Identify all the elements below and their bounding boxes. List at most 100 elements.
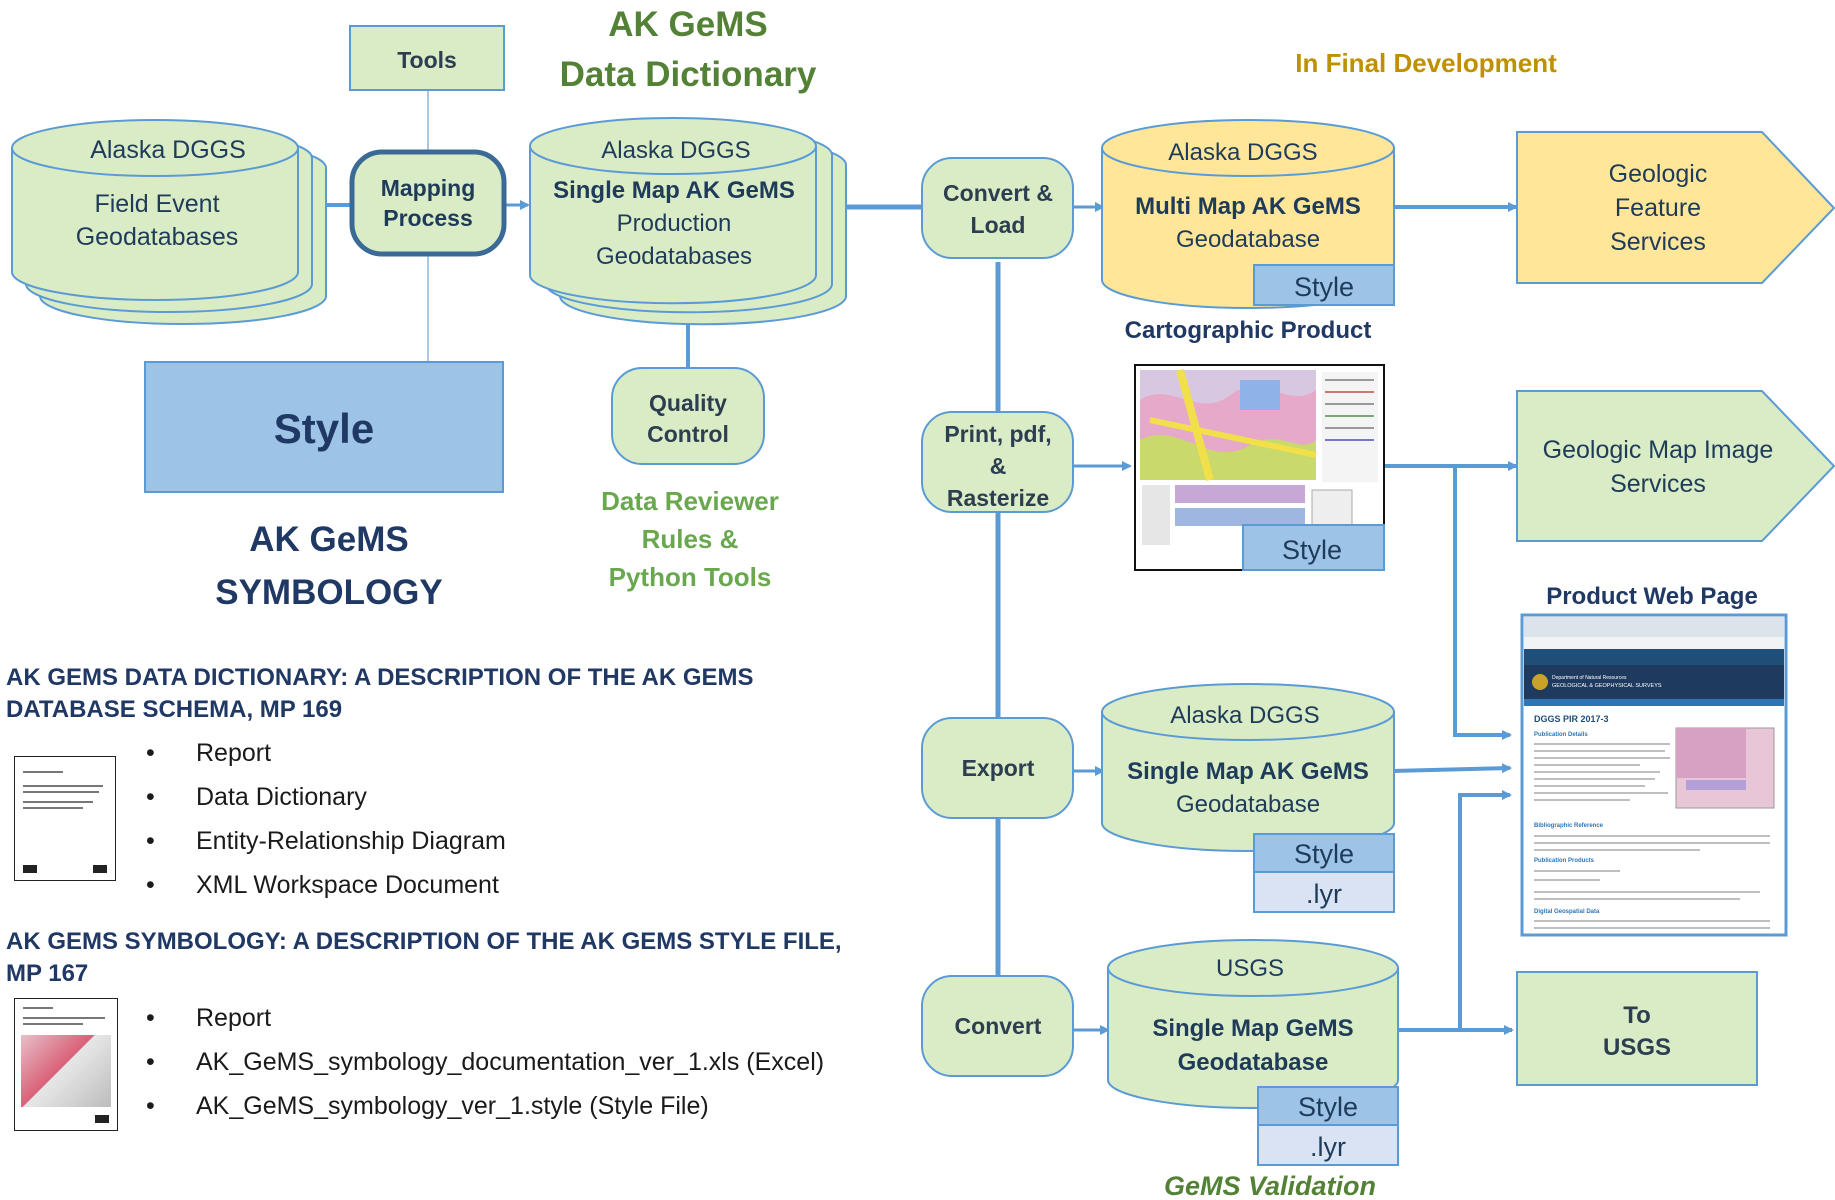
image-services-shape [1516,390,1835,542]
image-services-line1: Geologic Map Image [1543,436,1774,464]
convert-load-line1: Convert & [943,180,1053,206]
symbology-title-line1: AK GeMS [249,520,408,559]
symbology-doc-item[interactable]: AK_GeMS_symbology_documentation_ver_1.xl… [140,1040,824,1084]
multi-db-line1: Alaska DGGS [1168,139,1317,166]
production-db-line4: Geodatabases [596,243,752,270]
web-section2: Bibliographic Reference [1534,823,1604,829]
quality-control-box [611,367,765,465]
dictionary-title-line1: AK GeMS [608,5,767,44]
export-label: Export [962,755,1035,781]
field-db-line1: Alaska DGGS [90,136,246,164]
web-heading: DGGS PIR 2017-3 [1534,714,1609,724]
dictionary-doc-item[interactable]: Data Dictionary [140,775,506,819]
dictionary-doc-item[interactable]: Entity-Relationship Diagram [140,819,506,863]
multi-db-line3: Geodatabase [1176,226,1320,253]
quality-line1: Quality [649,390,727,416]
field-db-line2: Field Event [94,190,219,218]
single-lyr-box [1253,871,1395,913]
print-box [921,411,1074,513]
symbology-doc-item[interactable]: Report [140,996,824,1040]
gems-validation-label: GeMS Validation [1164,1171,1376,1200]
multi-db-line2: Multi Map AK GeMS [1135,193,1361,220]
usgs-style-label: Style [1298,1092,1358,1122]
feature-services-line1: Geologic [1609,160,1708,188]
convert-load-line2: Load [971,212,1026,238]
production-db-line3: Production [617,210,732,237]
web-agency-line1: Department of Natural Resources [1552,675,1627,681]
symbology-doc-list: Report AK_GeMS_symbology_documentation_v… [140,996,824,1128]
usgs-db-line2: Single Map GeMS [1152,1015,1353,1042]
usgs-geodatabase: USGS Single Map GeMS Geodatabase Style .… [1107,939,1399,1166]
convert-label: Convert [955,1013,1042,1039]
web-section3: Publication Products [1534,858,1595,864]
field-event-geodatabases: Alaska DGGS Field Event Geodatabases [11,119,327,325]
reviewer-line2: Rules & [642,524,739,554]
single-db-line2: Single Map AK GeMS [1127,758,1369,785]
web-section4: Digital Geospatial Data [1534,909,1600,915]
multi-style-label: Style [1294,272,1354,302]
dictionary-doc-item[interactable]: XML Workspace Document [140,863,506,907]
field-db-line3: Geodatabases [76,223,239,251]
map-to-web-arrow [1453,466,1512,740]
usgs-db-line3: Geodatabase [1178,1049,1329,1076]
production-geodatabases: Alaska DGGS Single Map AK GeMS Productio… [529,117,847,326]
print-line1: Print, pdf, [944,421,1051,447]
final-development-label: In Final Development [1295,48,1557,78]
multi-style-box [1253,264,1395,306]
usgs-to-web-arrow [1458,790,1512,1030]
dictionary-title-line2: Data Dictionary [560,55,817,94]
map-style-label: Style [1282,535,1342,565]
dictionary-doc-heading: AK GEMS DATA DICTIONARY: A DESCRIPTION O… [6,664,754,723]
convert-load-box [921,157,1074,259]
mapping-line1: Mapping [381,175,476,201]
multi-map-geodatabase: Alaska DGGS Multi Map AK GeMS Geodatabas… [1101,119,1395,309]
usgs-lyr-label: .lyr [1310,1132,1346,1162]
production-db-line2: Single Map AK GeMS [553,177,795,204]
single-style-box [1253,833,1395,873]
symbology-title-line2: SYMBOLOGY [215,573,443,612]
web-agency-line2: GEOLOGICAL & GEOPHYSICAL SURVEYS [1552,683,1662,689]
print-line3: Rasterize [947,485,1049,511]
mapping-line2: Process [383,205,473,231]
web-section1: Publication Details [1534,732,1588,738]
reviewer-line3: Python Tools [609,562,772,592]
symbology-report-thumbnail [14,998,118,1131]
product-web-label: Product Web Page [1546,583,1758,610]
export-box [921,717,1074,819]
single-db-line3: Geodatabase [1176,791,1320,818]
map-style-box [1242,524,1385,571]
production-db-line1: Alaska DGGS [601,137,750,164]
dictionary-doc-item[interactable]: Report [140,731,506,775]
print-line2: & [990,453,1007,479]
image-services-line2: Services [1610,470,1706,498]
convert-box [921,975,1074,1077]
single-to-web-arrow [1393,763,1512,774]
to-usgs-box [1516,971,1758,1086]
tools-box [349,25,505,91]
to-usgs-line1: To [1623,1002,1651,1029]
reviewer-line1: Data Reviewer [601,486,779,516]
product-web-page-image: Department of Natural Resources GEOLOGIC… [1520,613,1788,937]
connectors [318,90,1518,1035]
single-map-geodatabase: Alaska DGGS Single Map AK GeMS Geodataba… [1101,683,1395,913]
usgs-db-line1: USGS [1216,955,1284,982]
usgs-lyr-box [1257,1124,1399,1166]
cartographic-product-label: Cartographic Product [1125,317,1372,344]
single-lyr-label: .lyr [1306,879,1342,909]
feature-services-shape [1516,131,1835,284]
tools-label: Tools [397,47,457,73]
dictionary-report-thumbnail [14,756,116,881]
feature-services-line3: Services [1610,228,1706,256]
quality-line2: Control [647,421,729,447]
single-style-label: Style [1294,839,1354,869]
mapping-process-box [349,149,507,257]
to-usgs-line2: USGS [1603,1034,1671,1061]
style-box [144,361,504,493]
map-product-image: Style [1134,364,1385,571]
symbology-doc-item[interactable]: AK_GeMS_symbology_ver_1.style (Style Fil… [140,1084,824,1128]
symbology-doc-heading: AK GEMS SYMBOLOGY: A DESCRIPTION OF THE … [6,928,842,987]
single-db-line1: Alaska DGGS [1170,702,1319,729]
feature-services-line2: Feature [1615,194,1701,222]
usgs-style-box [1257,1086,1399,1126]
